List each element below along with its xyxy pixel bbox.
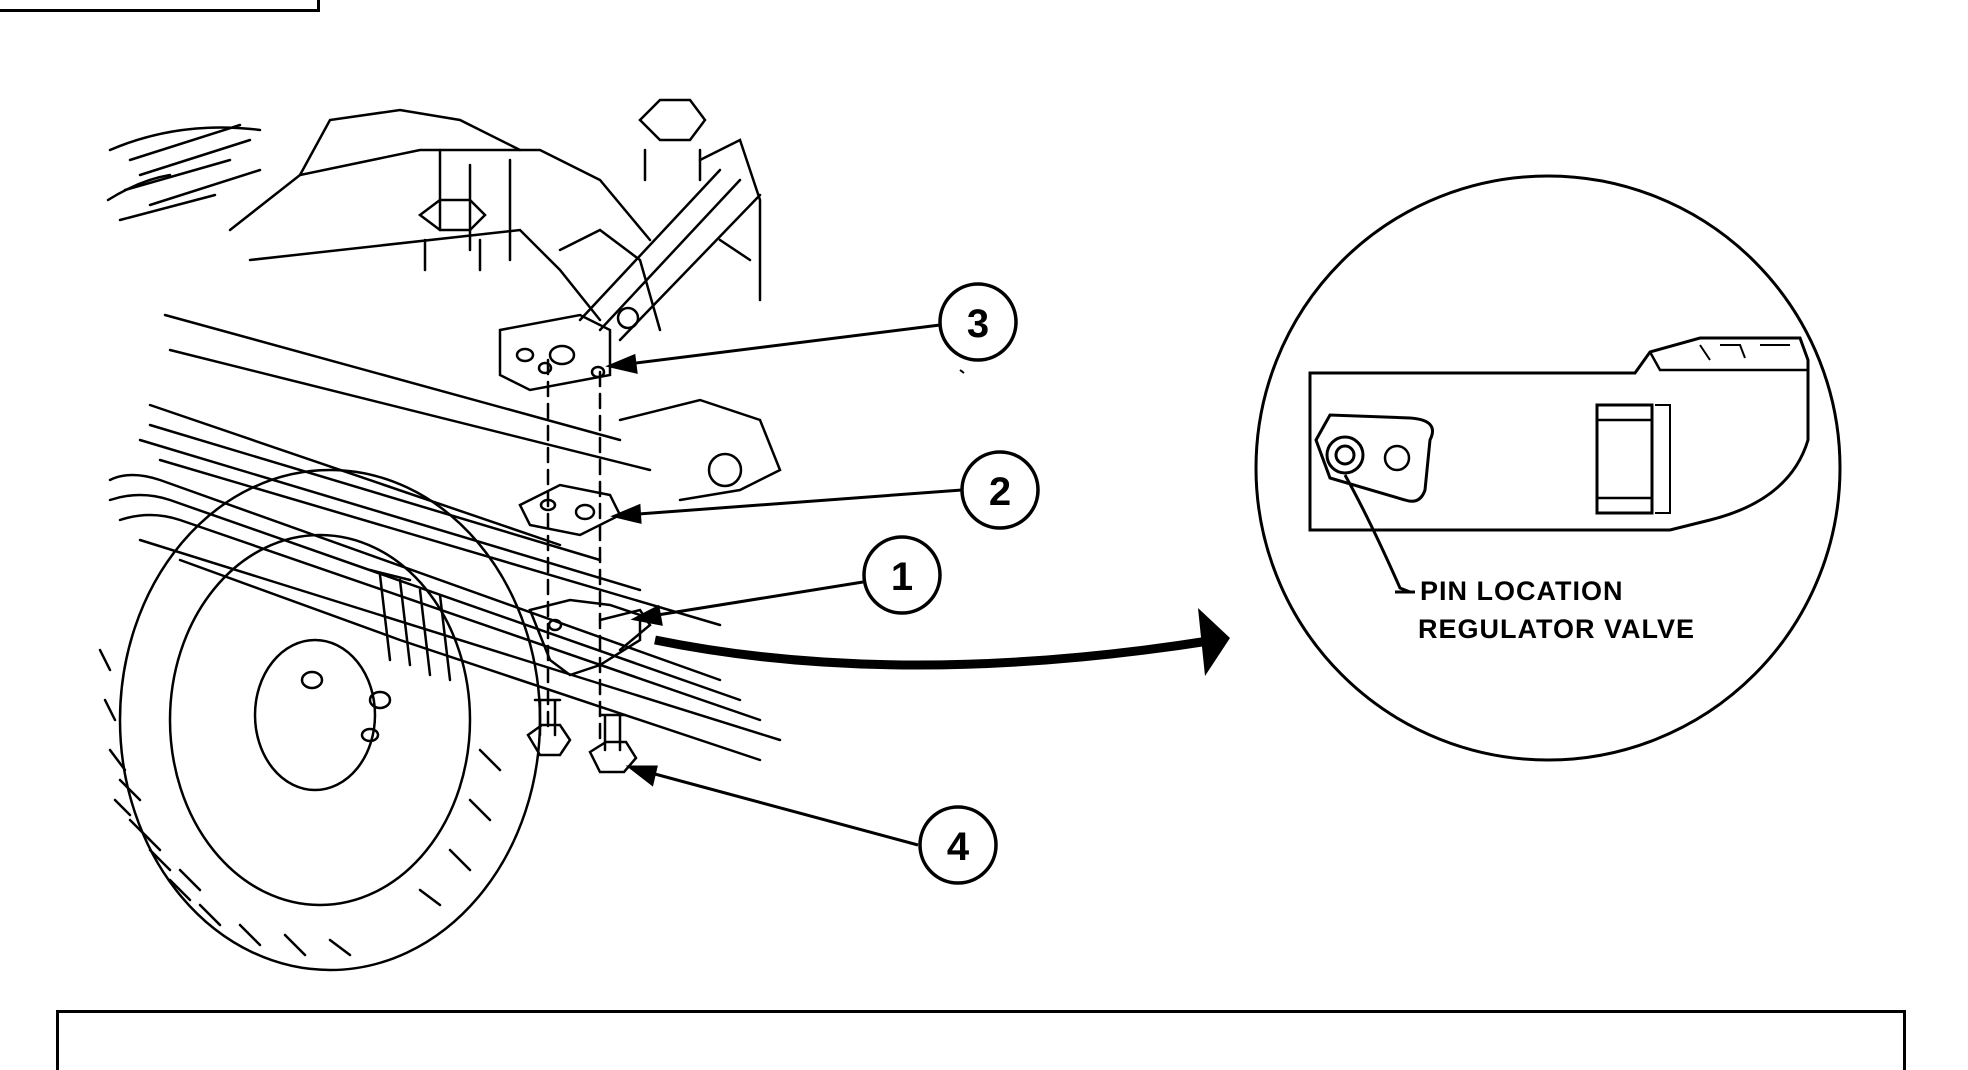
callout-4-label: 4 <box>947 825 970 869</box>
header-frame-corner <box>0 0 320 12</box>
caption-frame <box>56 1010 1906 1070</box>
detail-view: PIN LOCATION REGULATOR VALVE <box>1254 174 1842 762</box>
vehicle-frame-drawing <box>98 98 782 972</box>
callout-1: 1 <box>862 535 942 615</box>
stray-mark <box>959 369 965 374</box>
callout-4: 4 <box>918 805 998 885</box>
callout-2: 2 <box>960 450 1040 530</box>
callout-3-label: 3 <box>967 302 989 346</box>
detail-arrow <box>654 608 1230 676</box>
pin-location-hole <box>1325 435 1365 475</box>
callout-3: 3 <box>938 282 1018 362</box>
detail-label-line2: REGULATOR VALVE <box>1418 614 1695 644</box>
callout-1-label: 1 <box>891 555 913 599</box>
valve-bracket-detail <box>1308 336 1810 532</box>
detail-label-line1: PIN LOCATION <box>1420 576 1624 606</box>
callout-2-label: 2 <box>989 470 1011 514</box>
leader-lines <box>605 323 963 847</box>
